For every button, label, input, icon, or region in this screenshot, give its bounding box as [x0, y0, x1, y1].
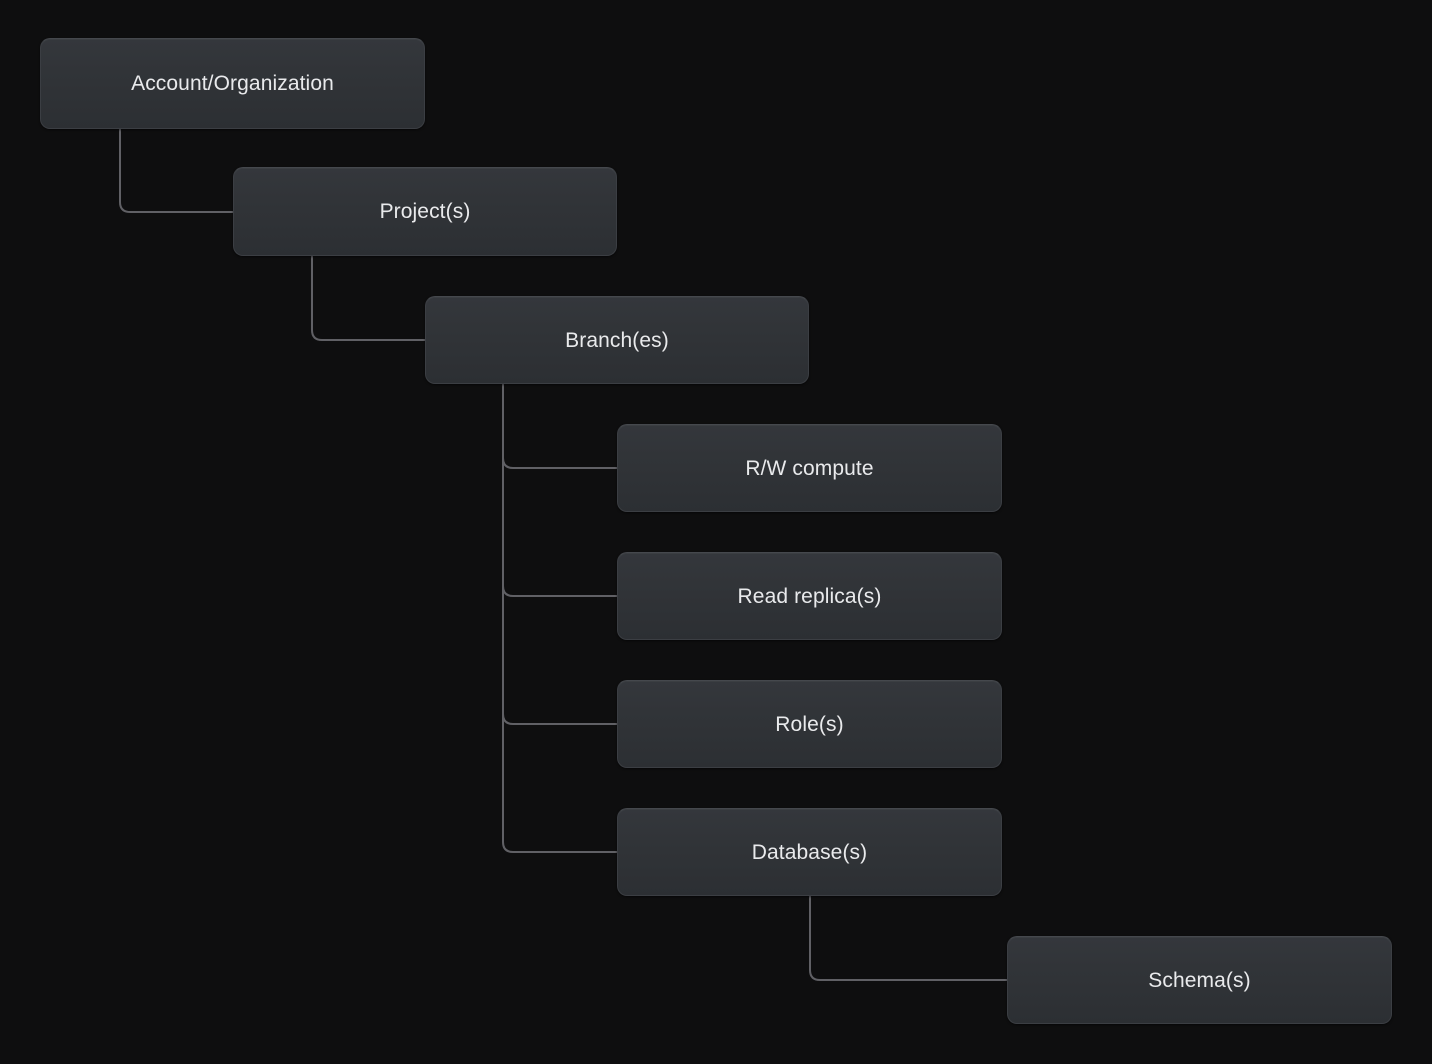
node-label-account: Account/Organization [131, 72, 334, 95]
node-rw-compute[interactable]: R/W compute [617, 424, 1002, 512]
node-label-read-replica: Read replica(s) [737, 584, 882, 608]
node-label-role: Role(s) [775, 712, 844, 736]
node-database[interactable]: Database(s) [617, 808, 1002, 896]
node-project[interactable]: Project(s) [233, 167, 617, 256]
node-label-branch: Branch(es) [565, 328, 669, 352]
edge-branch-to-rw [502, 384, 617, 469]
node-label-rw-compute: R/W compute [745, 456, 874, 480]
node-label-project: Project(s) [379, 200, 471, 223]
node-label-database: Database(s) [751, 840, 868, 864]
edge-database-to-schema [809, 896, 1007, 981]
node-account[interactable]: Account/Organization [40, 38, 425, 129]
node-label-schema: Schema(s) [1148, 968, 1251, 992]
node-schema[interactable]: Schema(s) [1007, 936, 1392, 1024]
node-read-replica[interactable]: Read replica(s) [617, 552, 1002, 640]
node-role[interactable]: Role(s) [617, 680, 1002, 768]
edge-branch-to-replica [502, 384, 617, 597]
edge-account-to-project [119, 129, 233, 213]
edge-branch-to-role [502, 384, 617, 725]
edge-branch-to-database [502, 384, 617, 853]
edge-project-to-branch [311, 256, 425, 341]
node-branch[interactable]: Branch(es) [425, 296, 809, 384]
